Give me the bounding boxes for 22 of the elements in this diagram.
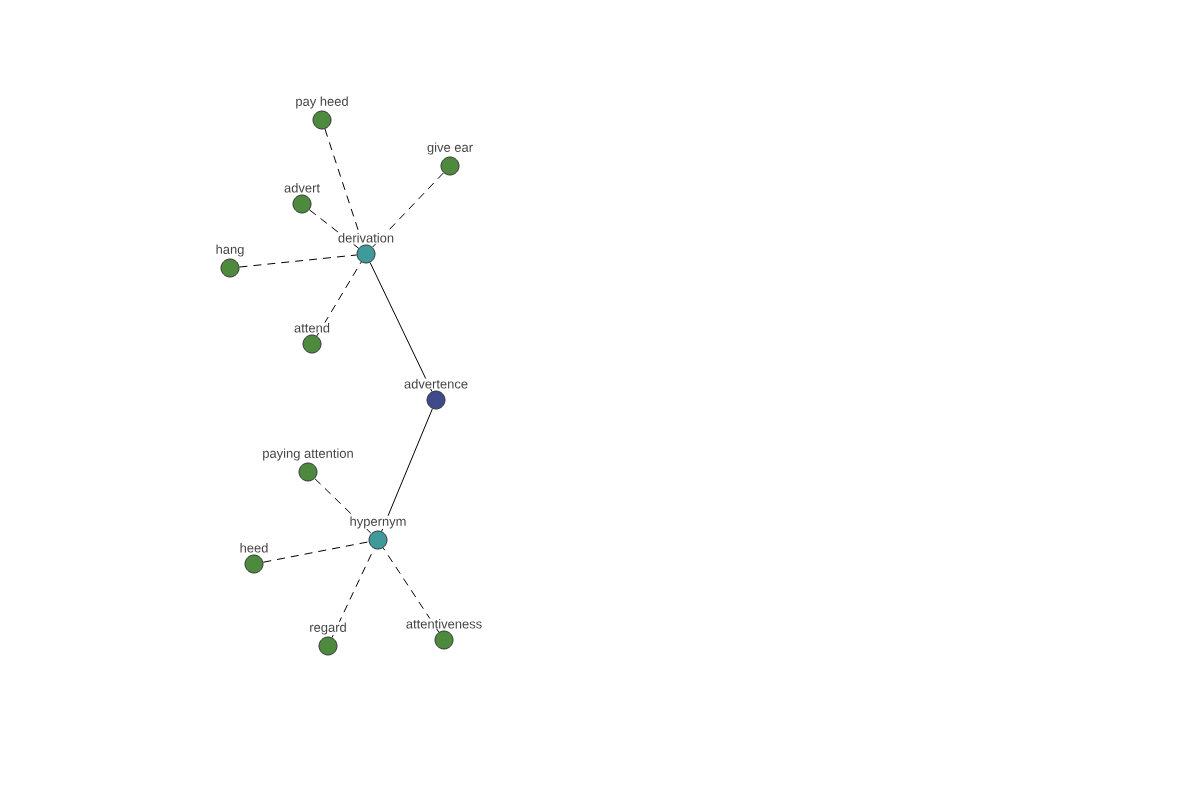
connector-line	[369, 262, 433, 392]
graph-node	[292, 194, 312, 214]
graph-node	[434, 630, 454, 650]
connector-line	[316, 261, 362, 337]
connector-line	[309, 209, 360, 249]
graph-node	[312, 110, 332, 130]
graph-node	[318, 636, 338, 656]
connector-line	[382, 547, 440, 633]
graph-node	[356, 244, 376, 264]
connector-line	[262, 541, 370, 563]
graph-node	[368, 530, 388, 550]
graph-node	[302, 334, 322, 354]
connector-line	[381, 408, 433, 532]
graph-node	[440, 156, 460, 176]
graph-node	[298, 462, 318, 482]
graph-node	[426, 390, 446, 410]
connector-line	[372, 172, 444, 248]
connector-line	[314, 478, 372, 534]
graph-node	[220, 258, 240, 278]
connector-line	[238, 254, 358, 268]
graph-node	[244, 554, 264, 574]
connector-line	[331, 548, 375, 638]
